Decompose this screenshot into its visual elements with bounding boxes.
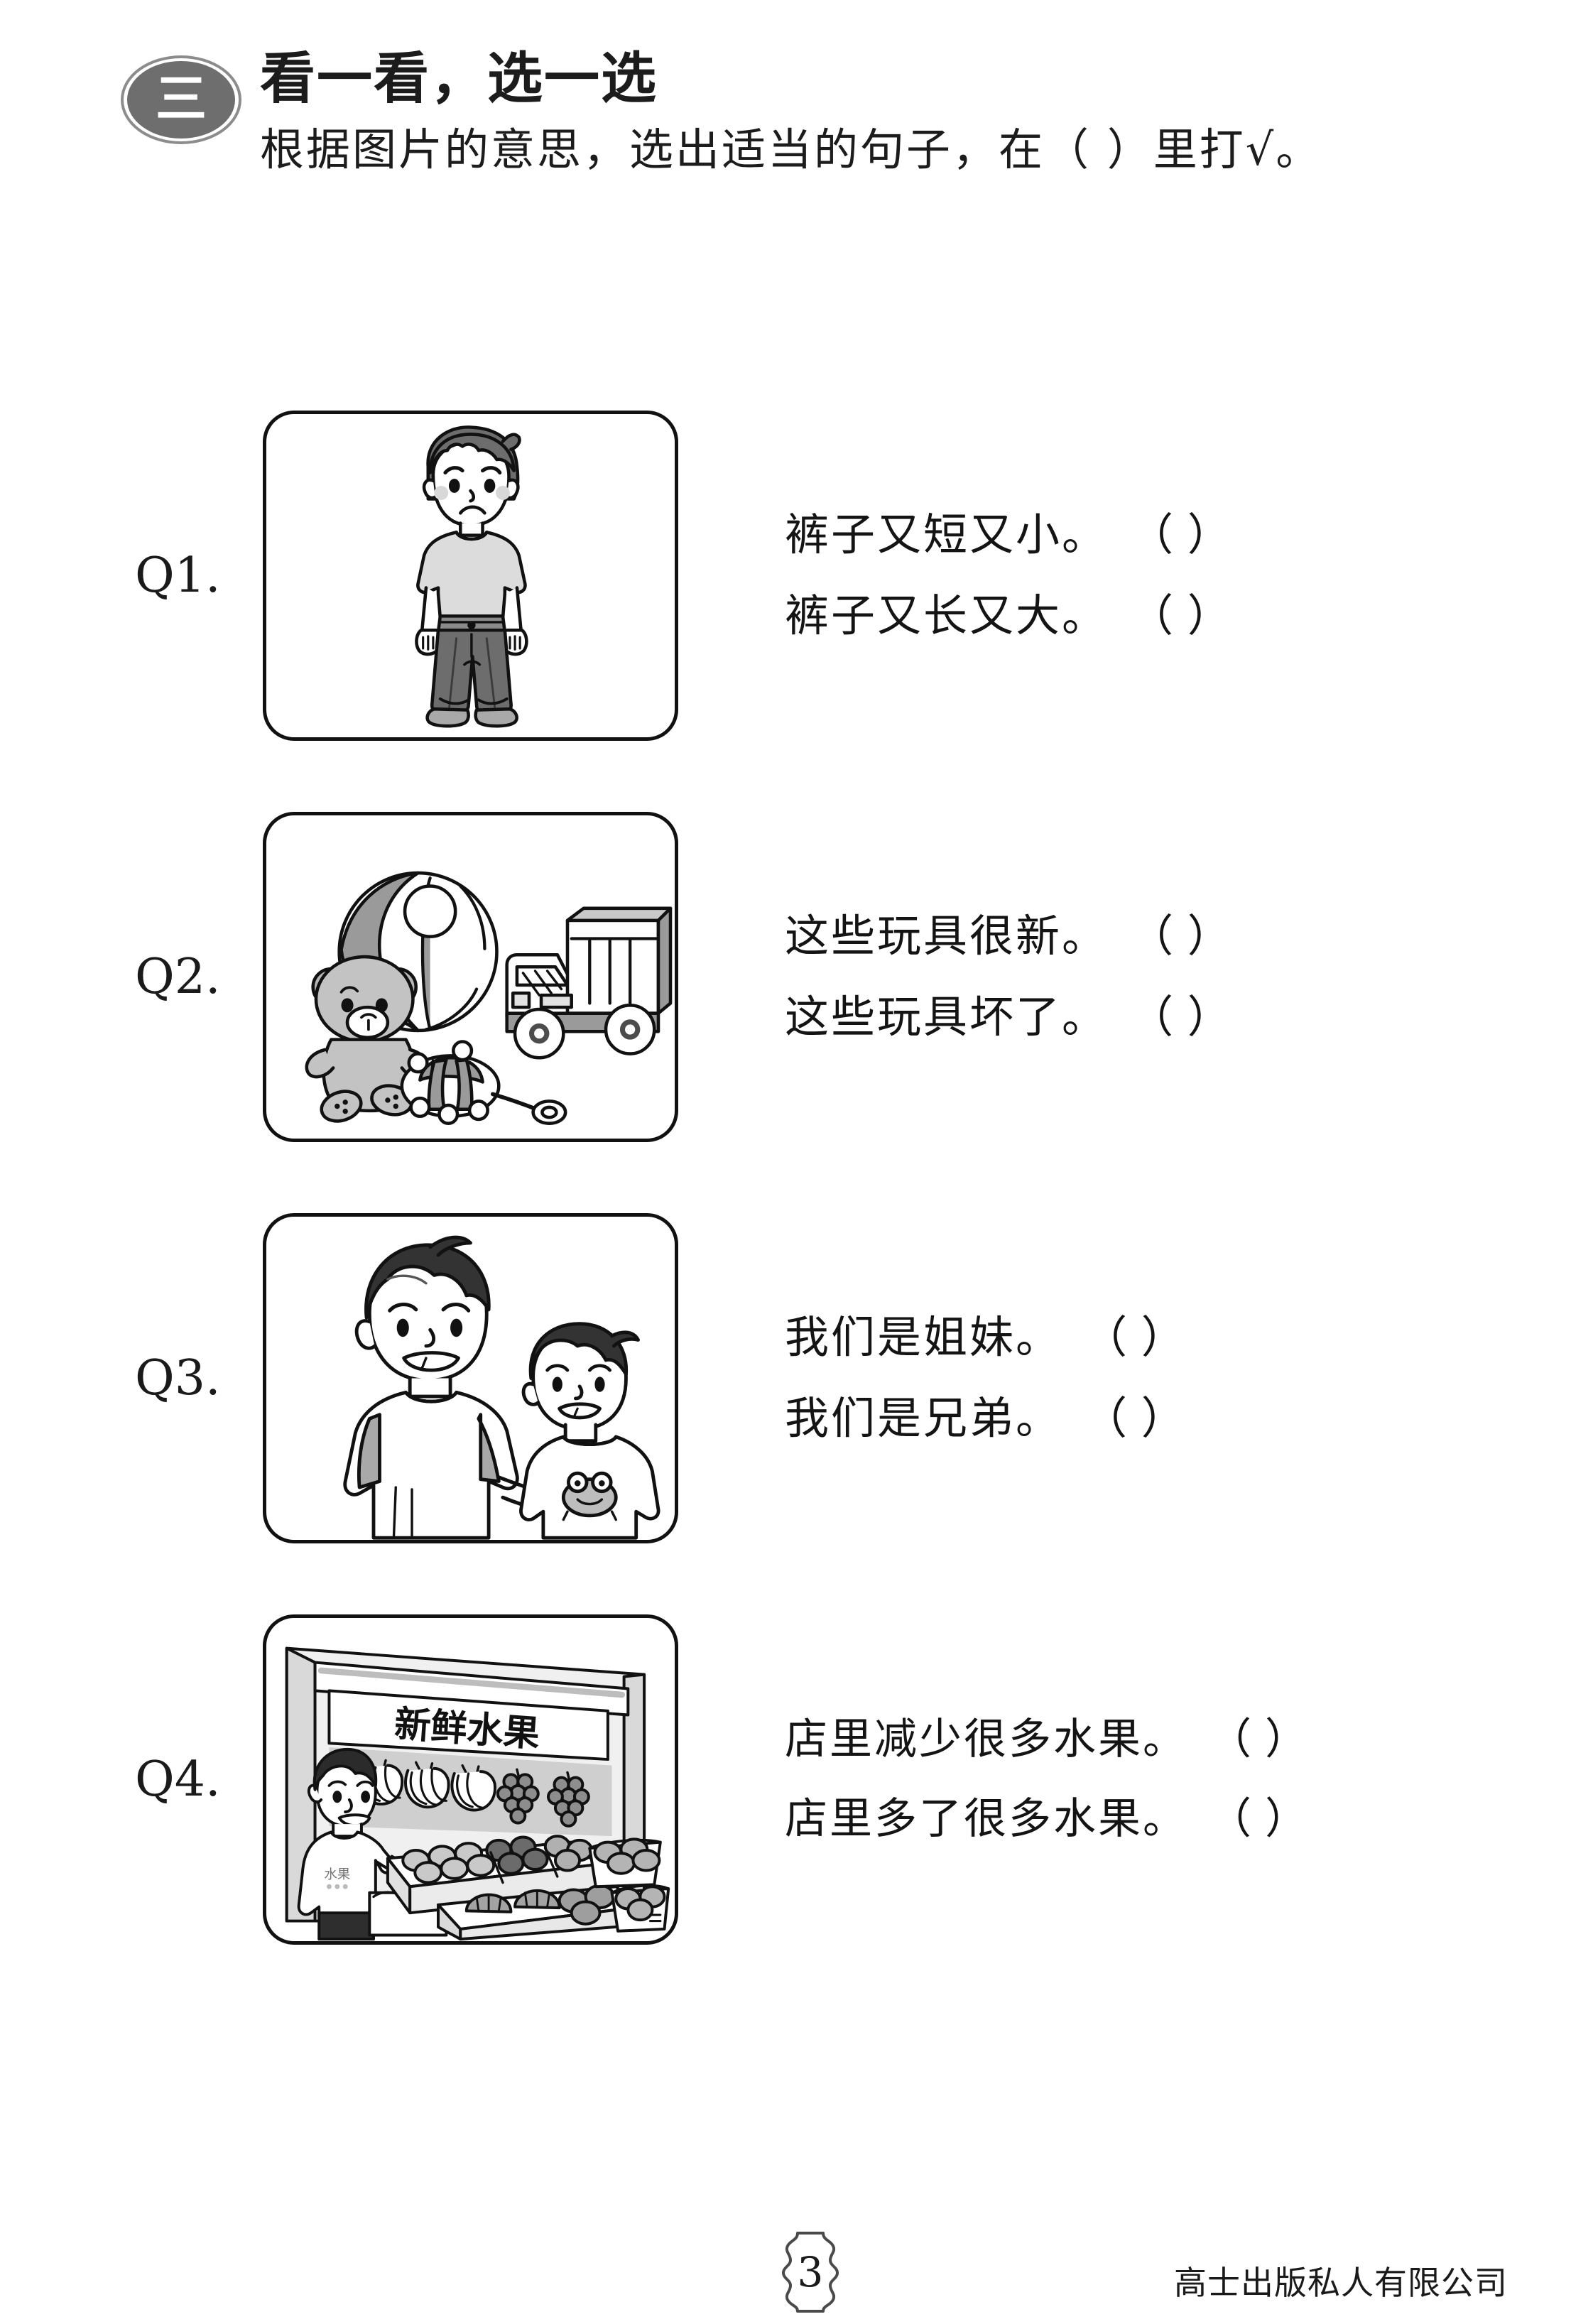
question-options: 我们是姐妹。 （ ） 我们是兄弟。 （ ） bbox=[678, 1315, 1513, 1440]
option-row[interactable]: 我们是兄弟。 （ ） bbox=[785, 1396, 1513, 1440]
option-sentence: 裤子又短又小。 bbox=[785, 509, 1109, 560]
answer-bracket[interactable]: （ ） bbox=[1129, 590, 1232, 641]
option-row[interactable]: 裤子又长又大。 （ ） bbox=[785, 594, 1513, 638]
option-sentence: 我们是兄弟。 bbox=[785, 1392, 1062, 1444]
instruction-text: 根据图片的意思，选出适当的句子，在（ ）里打√。 bbox=[260, 123, 1322, 175]
option-row[interactable]: 店里多了很多水果。 （ ） bbox=[785, 1798, 1513, 1840]
page-number: 3 bbox=[797, 2248, 824, 2296]
question-label: Q4. bbox=[135, 1751, 221, 1808]
question-illustration: 新鲜水果 bbox=[263, 1614, 678, 1945]
question-row: Q2. bbox=[121, 799, 1513, 1154]
question-row: Q4. 新鲜水果 bbox=[121, 1602, 1513, 1957]
page-footer: 3 高士出版私人有限公司 bbox=[0, 2230, 1593, 2323]
option-sentence: 店里多了很多水果。 bbox=[785, 1794, 1187, 1844]
question-row: Q1. bbox=[121, 398, 1513, 753]
option-row[interactable]: 这些玩具坏了。 （ ） bbox=[785, 995, 1513, 1039]
badge-inner-fill: 三 bbox=[127, 61, 235, 139]
option-row[interactable]: 我们是姐妹。 （ ） bbox=[785, 1315, 1513, 1359]
option-sentence: 我们是姐妹。 bbox=[785, 1311, 1062, 1363]
question-label: Q2. bbox=[135, 948, 221, 1005]
sad-boy-illustration bbox=[415, 425, 528, 727]
question-illustration bbox=[263, 410, 678, 741]
answer-bracket[interactable]: （ ） bbox=[1209, 1794, 1308, 1844]
section-number-badge: 三 bbox=[121, 55, 241, 144]
question-label: Q3. bbox=[135, 1350, 221, 1406]
questions-list: Q1. bbox=[121, 398, 1513, 2003]
answer-bracket[interactable]: （ ） bbox=[1129, 991, 1232, 1043]
section-number-label: 三 bbox=[155, 68, 207, 129]
option-row[interactable]: 裤子又短又小。 （ ） bbox=[785, 513, 1513, 557]
answer-bracket[interactable]: （ ） bbox=[1209, 1715, 1308, 1764]
option-sentence: 裤子又长又大。 bbox=[785, 590, 1109, 641]
header-row: 三 看一看，选一选 根据图片的意思，选出适当的句子，在（ ）里打√。 bbox=[121, 50, 1506, 178]
shirt-text: 水果 bbox=[324, 1867, 350, 1882]
option-row[interactable]: 这些玩具很新。 （ ） bbox=[785, 914, 1513, 958]
question-illustration bbox=[263, 811, 678, 1142]
answer-bracket[interactable]: （ ） bbox=[1083, 1311, 1185, 1363]
question-row: Q3. bbox=[121, 1200, 1513, 1555]
header-text-block: 看一看，选一选 根据图片的意思，选出适当的句子，在（ ）里打√。 bbox=[260, 50, 1506, 178]
publisher-name: 高士出版私人有限公司 bbox=[1174, 2264, 1508, 2302]
question-options: 裤子又短又小。 （ ） 裤子又长又大。 （ ） bbox=[678, 513, 1513, 638]
fruit-shop-illustration: 新鲜水果 bbox=[283, 1644, 670, 1940]
page-title: 看一看，选一选 bbox=[260, 47, 658, 111]
option-row[interactable]: 店里减少很多水果。 （ ） bbox=[785, 1718, 1513, 1761]
shop-sign-text: 新鲜水果 bbox=[393, 1703, 540, 1755]
answer-bracket[interactable]: （ ） bbox=[1083, 1392, 1185, 1444]
two-brothers-illustration bbox=[343, 1235, 660, 1540]
option-sentence: 店里减少很多水果。 bbox=[785, 1715, 1187, 1764]
question-illustration bbox=[263, 1212, 678, 1543]
answer-bracket[interactable]: （ ） bbox=[1129, 910, 1232, 962]
section-header: 三 看一看，选一选 根据图片的意思，选出适当的句子，在（ ）里打√。 bbox=[121, 50, 1506, 178]
option-sentence: 这些玩具很新。 bbox=[785, 910, 1109, 962]
page-number-badge: 3 bbox=[771, 2230, 850, 2314]
answer-bracket[interactable]: （ ） bbox=[1129, 509, 1232, 560]
option-sentence: 这些玩具坏了。 bbox=[785, 991, 1109, 1043]
question-label: Q1. bbox=[135, 547, 221, 604]
question-options: 这些玩具很新。 （ ） 这些玩具坏了。 （ ） bbox=[678, 914, 1513, 1039]
toys-illustration bbox=[305, 871, 673, 1125]
question-options: 店里减少很多水果。 （ ） 店里多了很多水果。 （ ） bbox=[678, 1718, 1513, 1840]
page-badge-shape bbox=[782, 2232, 839, 2313]
